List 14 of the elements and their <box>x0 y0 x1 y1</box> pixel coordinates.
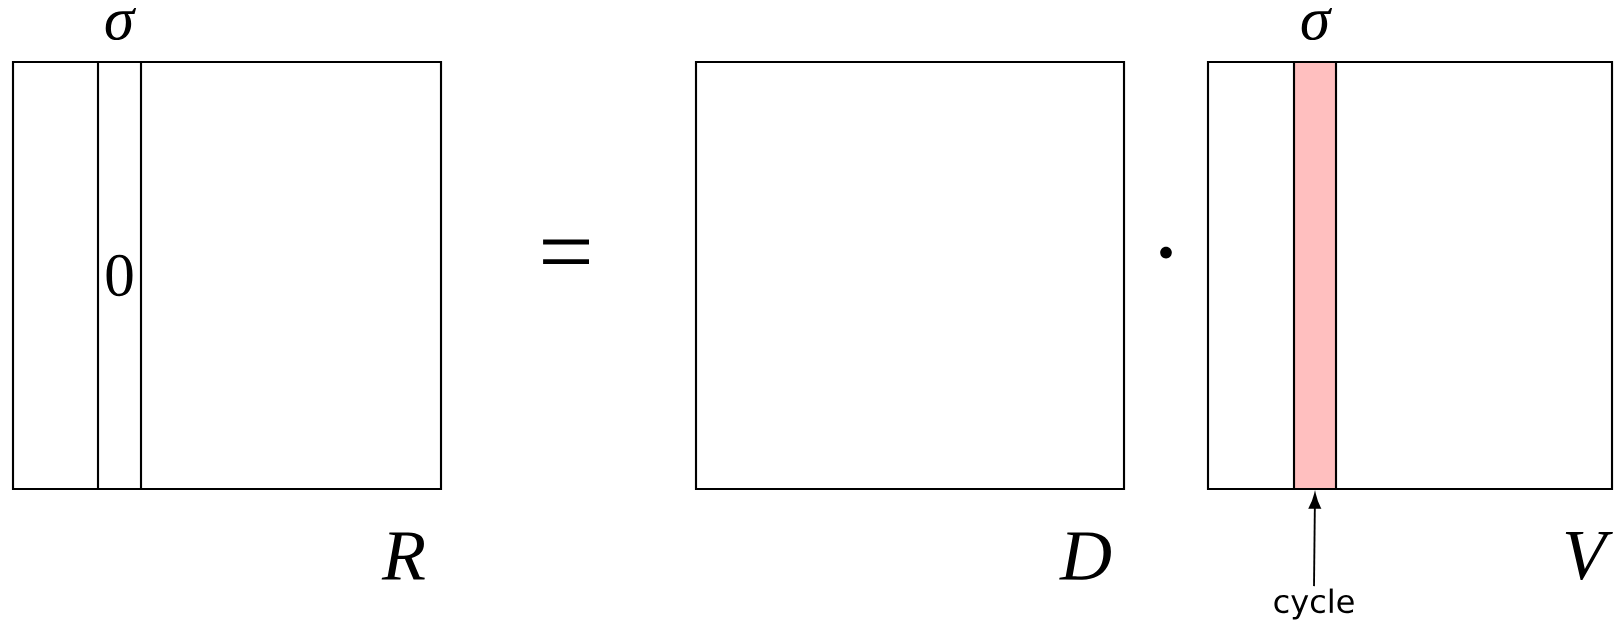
arrow <box>1308 493 1321 588</box>
matrix-label: D <box>1059 532 1111 580</box>
column-strip: 0 <box>96 60 143 491</box>
annotation-text: cycle <box>1274 588 1354 620</box>
highlighted-column <box>1292 60 1338 491</box>
matrix-box <box>1206 60 1614 491</box>
column-label: σ <box>1301 7 1333 41</box>
equals-sign: = <box>543 239 589 265</box>
matrix-label: V <box>1565 531 1613 581</box>
column-label: σ <box>105 7 137 41</box>
matrix-box <box>11 60 443 491</box>
matrix-label: R <box>381 532 425 580</box>
multiplication-dot: · <box>1160 246 1172 259</box>
matrix-box <box>694 60 1126 491</box>
